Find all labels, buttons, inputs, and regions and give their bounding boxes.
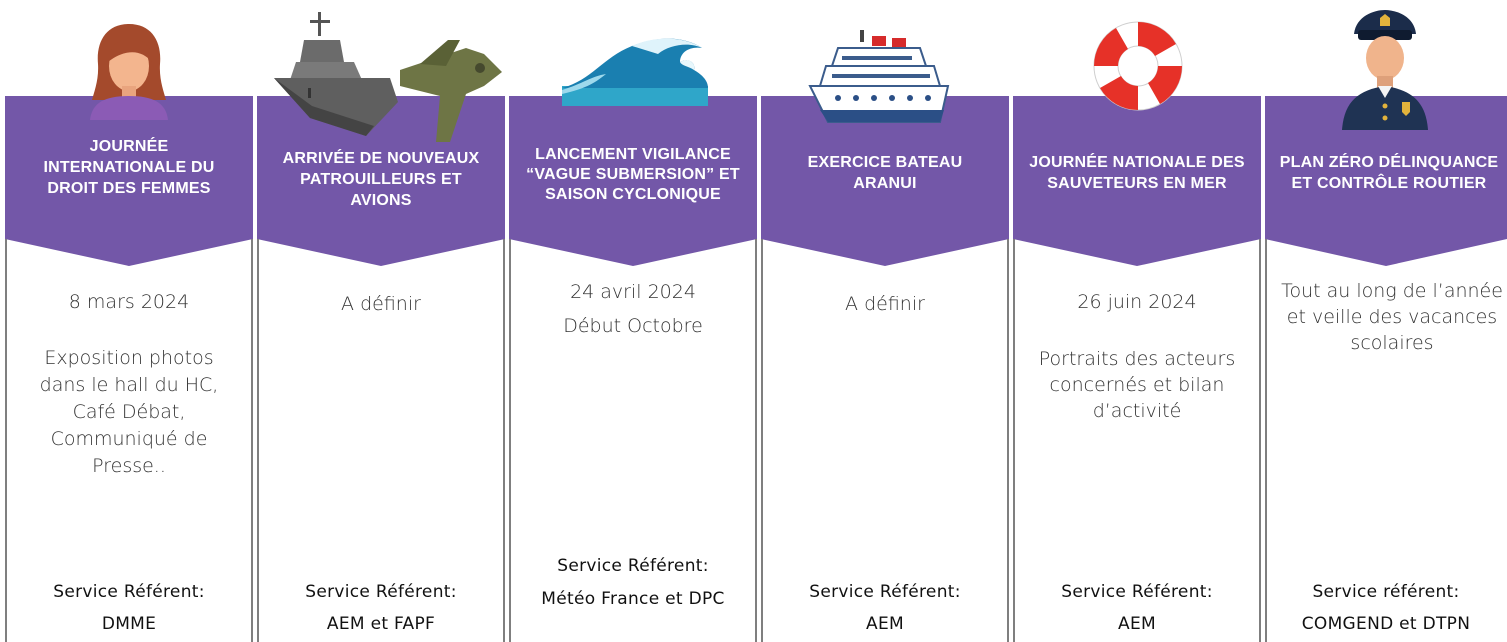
woman-icon <box>90 24 168 120</box>
column-divider <box>1007 239 1009 642</box>
service-referent-value: DMME <box>101 614 157 634</box>
column-title: EXERCICE BATEAU ARANUI <box>807 154 963 192</box>
service-referent-label: Service Référent: <box>305 582 457 602</box>
column-header <box>509 96 757 266</box>
column-divider <box>509 239 511 642</box>
service-referent-label: Service Référent: <box>53 582 205 602</box>
event-date-secondary: Début Octobre <box>563 315 703 337</box>
event-date: Tout au long de l’année et veille des va… <box>1281 280 1503 354</box>
cruise-ship-icon <box>808 30 950 123</box>
column-title: ARRIVÉE DE NOUVEAUX PATROUILLEURS ET AVI… <box>282 150 480 209</box>
column-divider <box>257 239 259 642</box>
service-referent-label: Service Référent: <box>1061 582 1213 602</box>
event-description: Exposition photos dans le hall du HC, Ca… <box>39 347 219 477</box>
column-divider <box>761 239 763 642</box>
column-divider <box>1259 239 1261 642</box>
column-title: LANCEMENT VIGILANCE “VAGUE SUBMERSION” E… <box>526 146 740 203</box>
police-officer-icon <box>1342 10 1428 130</box>
column-plan-zero-delinquance: PLAN ZÉRO DÉLINQUANCE ET CONTRÔLE ROUTIE… <box>1265 96 1507 642</box>
warship-plane-icon <box>274 12 502 142</box>
service-referent-value: Météo France et DPC <box>541 589 725 609</box>
column-divider <box>503 239 505 642</box>
column-header <box>5 96 253 266</box>
column-title: PLAN ZÉRO DÉLINQUANCE ET CONTRÔLE ROUTIE… <box>1279 154 1499 192</box>
event-date: 8 mars 2024 <box>68 291 190 313</box>
column-sauveteurs: JOURNÉE NATIONALE DES SAUVETEURS EN MER … <box>1013 96 1261 642</box>
service-referent-value: AEM <box>1118 614 1156 634</box>
event-date: A définir <box>341 293 421 315</box>
service-referent-label: Service référent: <box>1312 582 1460 602</box>
column-header <box>257 96 505 266</box>
service-referent-label: Service Référent: <box>809 582 961 602</box>
column-divider <box>1013 239 1015 642</box>
event-date: A définir <box>845 293 925 315</box>
service-referent-value: COMGEND et DTPN <box>1301 614 1471 634</box>
event-date: 24 avril 2024 <box>570 281 696 303</box>
column-vigilance: LANCEMENT VIGILANCE “VAGUE SUBMERSION” E… <box>509 96 757 642</box>
column-divider <box>251 239 253 642</box>
column-divider <box>755 239 757 642</box>
column-header <box>761 96 1009 266</box>
service-referent-label: Service Référent: <box>557 556 709 576</box>
column-patrouilleurs: ARRIVÉE DE NOUVEAUX PATROUILLEURS ET AVI… <box>257 96 505 642</box>
event-date: 26 juin 2024 <box>1077 291 1197 313</box>
column-droit-des-femmes: JOURNÉE INTERNATIONALE DU DROIT DES FEMM… <box>5 96 253 642</box>
column-title: JOURNÉE NATIONALE DES SAUVETEURS EN MER <box>1029 154 1245 192</box>
service-referent-value: AEM <box>866 614 904 634</box>
column-header <box>1013 96 1261 266</box>
column-divider <box>1265 239 1267 642</box>
column-aranui: EXERCICE BATEAU ARANUI A définir Service… <box>761 96 1009 642</box>
column-divider <box>5 239 7 642</box>
wave-icon <box>562 38 708 106</box>
column-title: JOURNÉE INTERNATIONALE DU DROIT DES FEMM… <box>43 138 215 197</box>
lifebuoy-icon <box>1093 21 1183 111</box>
event-description: Portraits des acteurs concernés et bilan… <box>1038 348 1236 422</box>
service-referent-value: AEM et FAPF <box>326 614 436 634</box>
